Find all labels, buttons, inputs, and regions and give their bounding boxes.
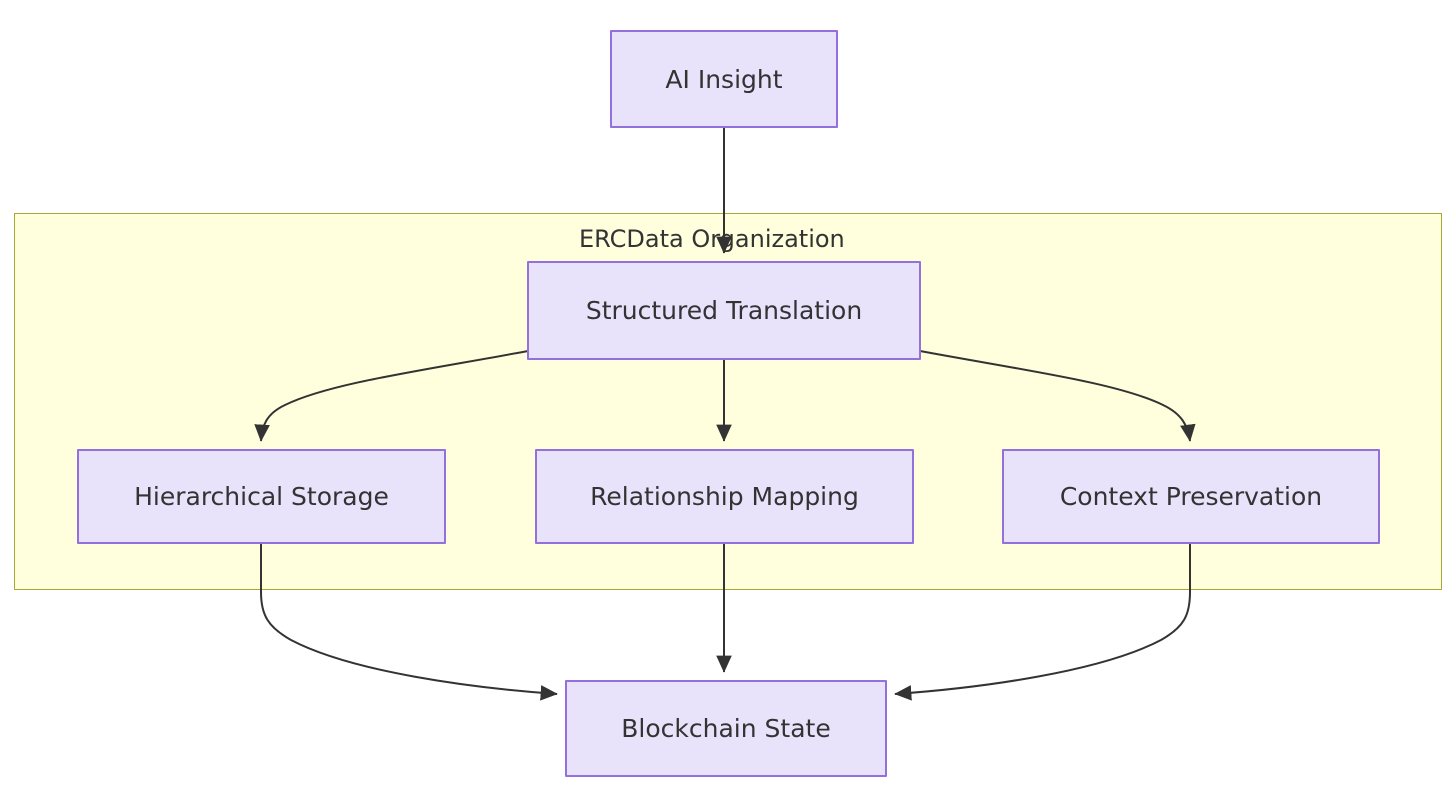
node-label-ai-insight: AI Insight	[665, 64, 783, 94]
node-hierarchical-storage[interactable]: Hierarchical Storage	[77, 449, 446, 544]
node-label-hierarchical-storage: Hierarchical Storage	[134, 482, 389, 511]
node-structured-translation[interactable]: Structured Translation	[527, 261, 921, 360]
node-blockchain-state[interactable]: Blockchain State	[565, 680, 887, 777]
node-relationship-mapping[interactable]: Relationship Mapping	[535, 449, 914, 544]
node-label-structured-translation: Structured Translation	[585, 296, 863, 325]
node-label-relationship-mapping: Relationship Mapping	[590, 482, 859, 511]
node-context-preservation[interactable]: Context Preservation	[1002, 449, 1380, 544]
subgraph-label: ERCData Organization	[579, 225, 845, 253]
node-label-blockchain-state: Blockchain State	[621, 714, 831, 743]
node-ai-insight[interactable]: AI Insight	[610, 30, 838, 128]
node-label-context-preservation: Context Preservation	[1059, 482, 1323, 511]
